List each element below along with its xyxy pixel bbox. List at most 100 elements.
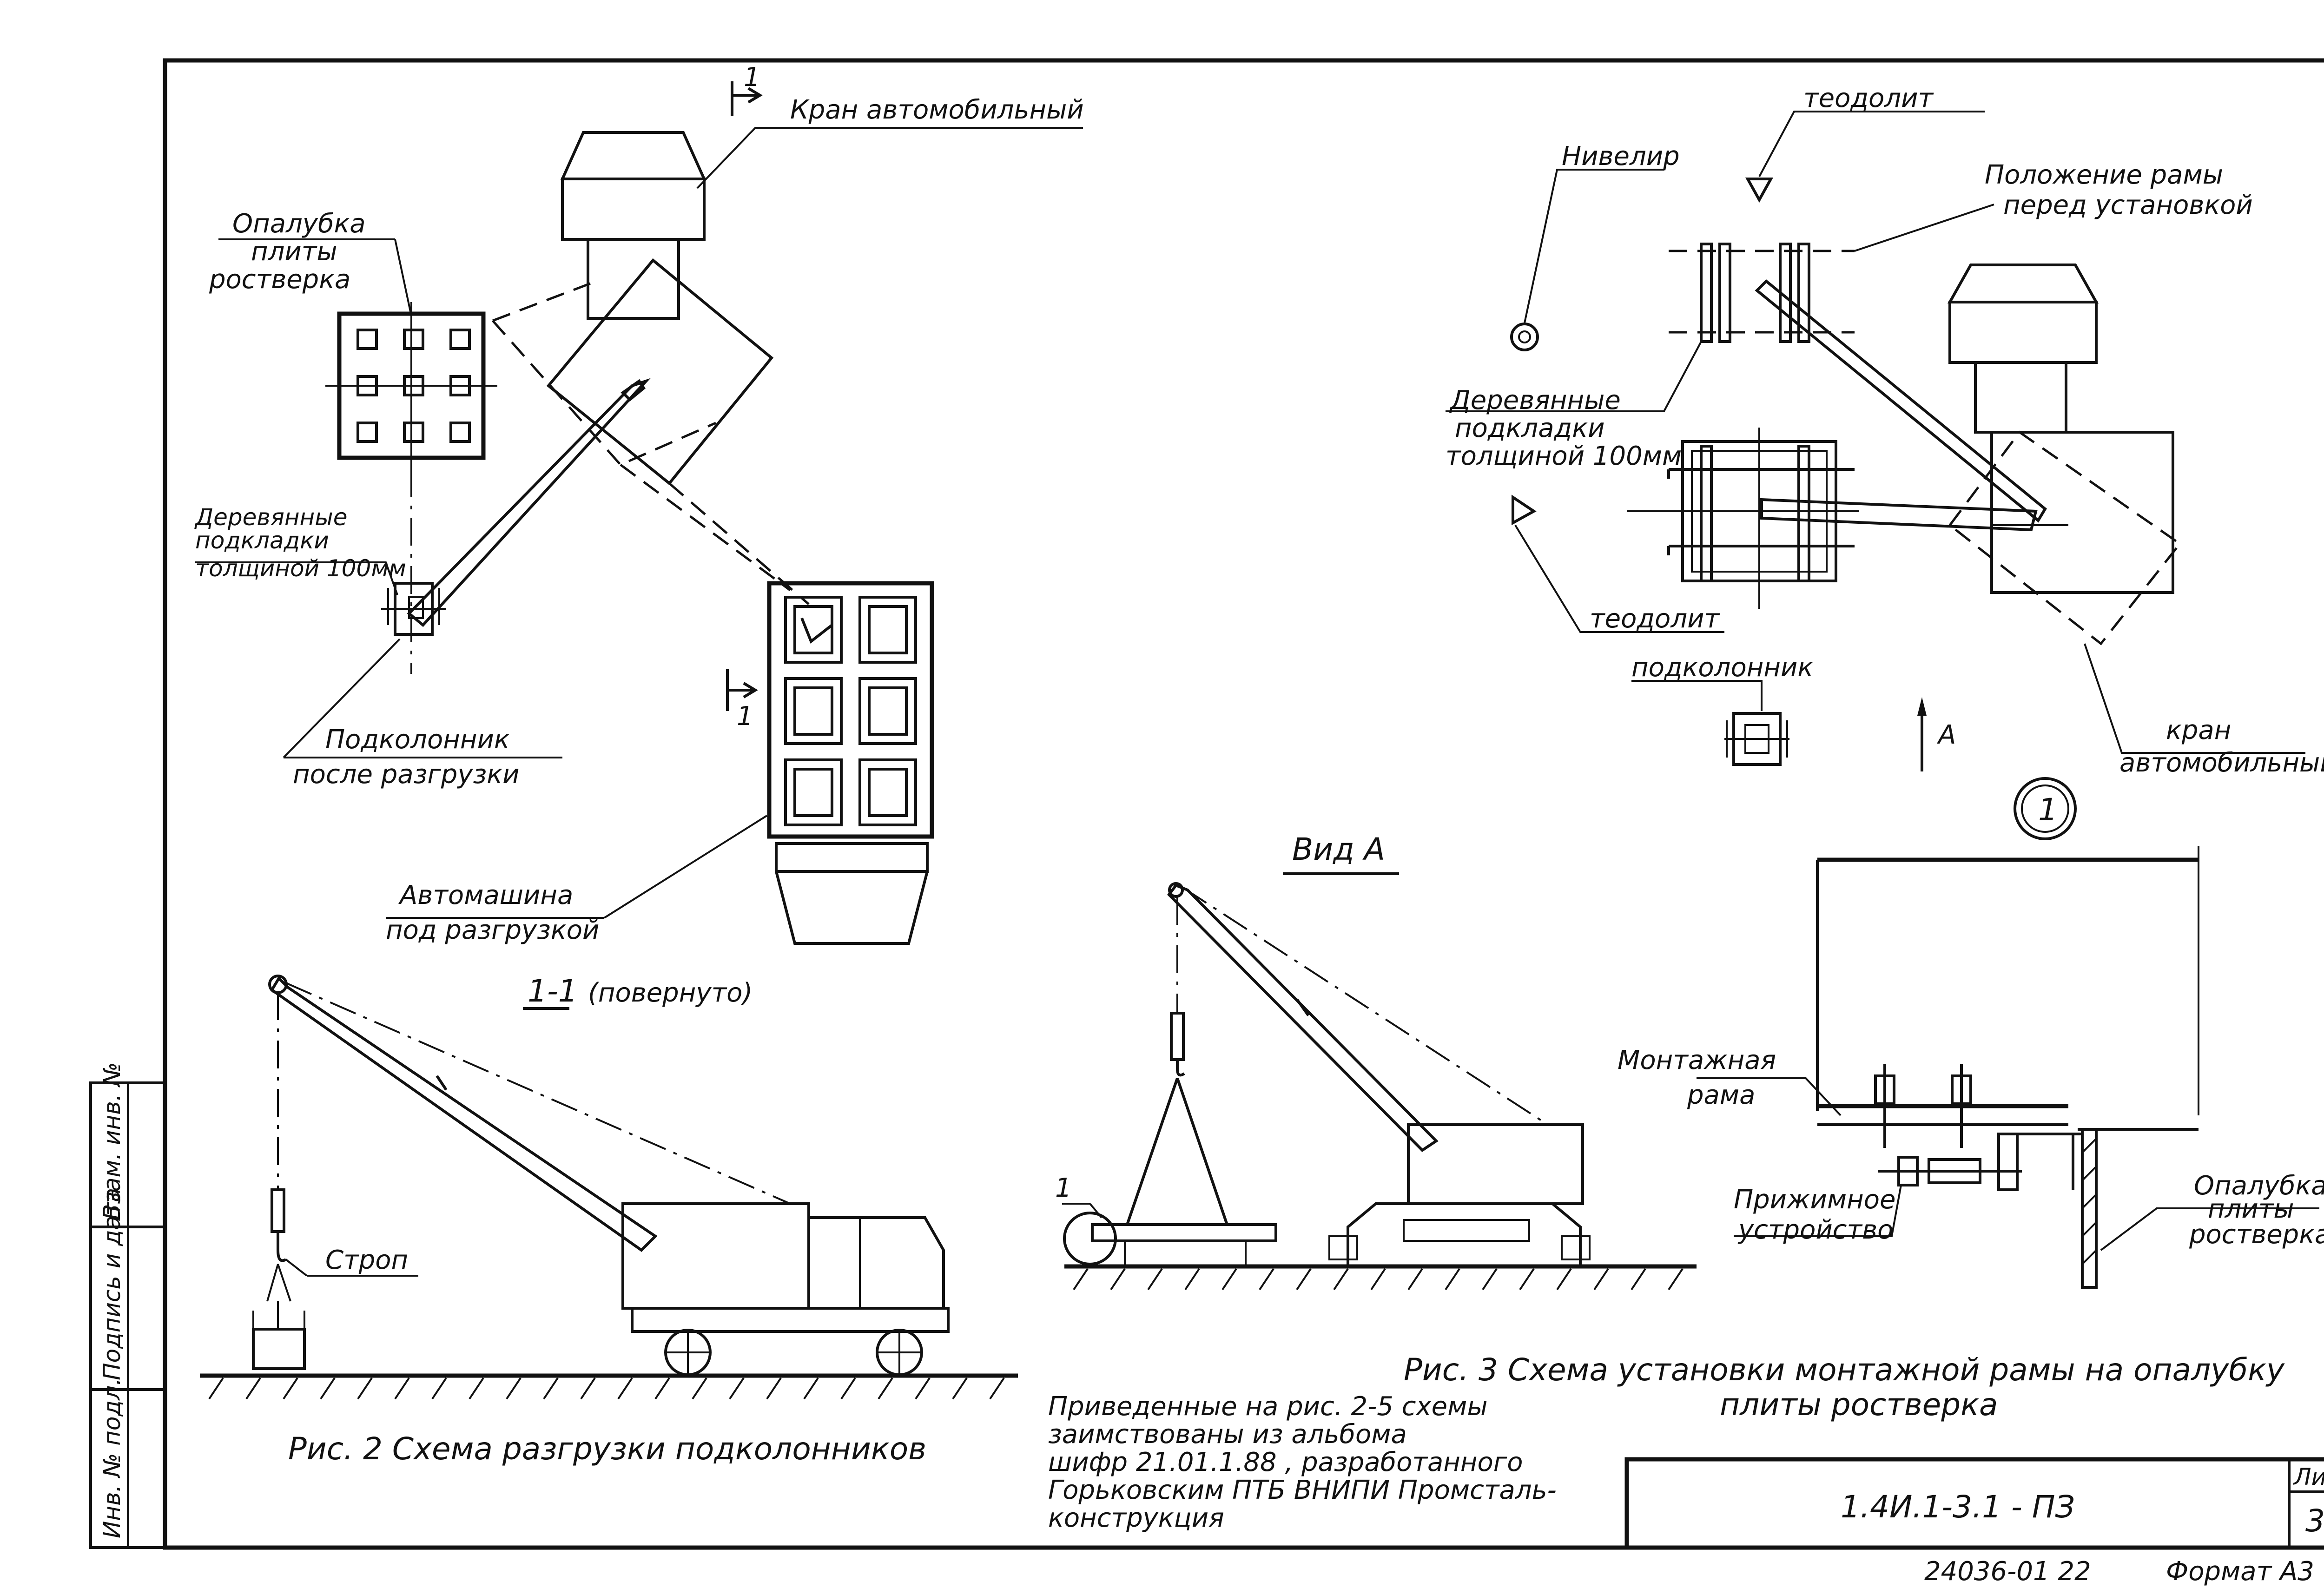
label-formwork-2: плиты	[251, 237, 337, 267]
label-subcol-1: Подколонник	[325, 725, 510, 755]
label-clamp-1: Прижимное	[1734, 1185, 1895, 1215]
label-pads-r-3: толщиной 100мм	[1446, 441, 1682, 471]
label-theodolite-top: теодолит	[1803, 83, 1934, 113]
label-subcolumn-r: подколонник	[1631, 652, 1813, 683]
label-truck-1: Автомашина	[398, 880, 573, 910]
crane-r-body	[1990, 431, 2174, 594]
label-formwork-1: Опалубка	[232, 209, 366, 239]
note-line2: заимствованы из альбома	[1048, 1419, 1407, 1450]
label-mount-frame-2: рама	[1687, 1080, 1755, 1110]
label-truck-2: под разгрузкой	[386, 915, 599, 945]
truck-cab-front	[775, 842, 929, 873]
crane-r-cab	[1948, 301, 2098, 364]
label-pads-1: Деревянные	[194, 504, 348, 531]
label-formwork-r-2: плиты	[2208, 1194, 2294, 1224]
title-block: 1.4И.1-3.1 - ПЗ Лист 37	[1624, 1457, 2324, 1550]
boom-before	[1755, 279, 2047, 523]
frame-installed	[1627, 428, 1859, 609]
detail-number: 1	[2038, 792, 2058, 828]
crane-boom	[407, 378, 651, 627]
archive-number: 24036-01 22	[1924, 1556, 2091, 1587]
footer: 24036-01 22 Формат А3	[1924, 1556, 2314, 1587]
truck-bed	[767, 581, 934, 839]
sheet-frame	[89, 58, 2324, 1550]
label-clamp-2: устройство	[1737, 1215, 1893, 1245]
view-a-title: Вид А	[1292, 831, 1385, 867]
truck-cab-elev	[807, 1216, 945, 1310]
label-formwork-r-3: ростверка	[2189, 1219, 2324, 1250]
fig2-elevation-labels: Строп Рис. 2 Схема разгрузки подколонник…	[288, 1245, 926, 1467]
crane-boom-a	[1167, 883, 1439, 1152]
label-sling: Строп	[325, 1245, 408, 1275]
frame-before-install	[1669, 243, 1855, 343]
detail-number-circle	[2014, 777, 2077, 840]
note-line3: шифр 21.01.1.88 , разработанного	[1048, 1447, 1523, 1477]
stamp-podp-data: Подпись и дата	[99, 1188, 125, 1380]
fig2-plan-labels: Кран автомобильный Опалубка плиты ростве…	[194, 95, 1084, 1010]
fig3-caption-line1: Рис. 3 Схема установки монтажной рамы на…	[1404, 1352, 2285, 1388]
sheet-number: 37	[2305, 1503, 2324, 1539]
fig3-caption-line2: плиты ростверка	[1720, 1387, 1998, 1423]
label-theodolite-bottom: теодолит	[1590, 604, 1720, 634]
note-line4: Горьковским ПТБ ВНИПИ Промсталь-	[1048, 1475, 1557, 1505]
detail-1-labels: Монтажная рама Прижимное устройство Опал…	[1618, 1045, 2324, 1250]
label-pads-r-1: Деревянные	[1449, 385, 1621, 415]
label-crane-r-2: автомобильный	[2119, 748, 2324, 778]
crane-cabin	[621, 1202, 810, 1310]
label-pads-r-2: подкладки	[1455, 413, 1604, 443]
truck-cab	[775, 871, 929, 945]
note-line1: Приведенные на рис. 2-5 схемы	[1048, 1391, 1488, 1422]
crane-turntable	[546, 258, 774, 486]
crane-carriage-a	[1347, 1202, 1582, 1268]
sheet-label: Лист	[2293, 1463, 2324, 1490]
label-frame-pos-1: Положение рамы	[1985, 160, 2223, 190]
label-level: Нивелир	[1562, 141, 1680, 171]
section-note: (повернуто)	[588, 978, 753, 1008]
fig3-plan	[1446, 111, 2305, 771]
boom-after	[1760, 498, 2038, 532]
note-line5: конструкция	[1048, 1503, 1224, 1533]
crane-cab	[561, 178, 706, 241]
crane-body	[587, 238, 680, 320]
crane-cabin-a	[1407, 1123, 1584, 1205]
format-label: Формат А3	[2166, 1556, 2314, 1587]
section-mark-top: 1	[744, 62, 760, 92]
label-arrow-a: А	[1937, 720, 1956, 750]
source-note: Приведенные на рис. 2-5 схемы заимствова…	[1048, 1391, 1557, 1533]
subcolumn-load	[252, 1328, 306, 1370]
crane-r-roof	[1947, 264, 2099, 303]
fig3-plan-labels: Нивелир теодолит Положение рамы перед ус…	[1446, 83, 2324, 778]
fig2-plan: 1 1	[195, 62, 1083, 945]
drawing-code: 1.4И.1-3.1 - ПЗ	[1841, 1489, 2075, 1525]
truck-chassis	[631, 1307, 950, 1333]
crane-boom-elev	[270, 976, 658, 1252]
section-mark-bottom: 1	[737, 701, 753, 732]
label-pads-3: толщиной 100мм	[195, 555, 406, 582]
label-crane-r-1: кран	[2166, 715, 2231, 745]
detail-1: 1	[1697, 777, 2319, 1289]
label-formwork-r-1: Опалубка	[2194, 1171, 2324, 1201]
label-frame-pos-2: перед установкой	[2003, 190, 2253, 220]
stamp-vzam-inv: Взам. инв. №	[99, 1062, 125, 1220]
label-pads-2: подкладки	[195, 527, 329, 554]
label-mount-frame-1: Монтажная	[1618, 1045, 1776, 1075]
fig2-caption: Рис. 2 Схема разгрузки подколонников	[288, 1431, 926, 1467]
callout-1: 1	[1055, 1173, 1072, 1203]
formwork-wall	[2081, 1128, 2098, 1289]
detail-callout-circle	[1063, 1212, 1117, 1265]
fig3-caption: Рис. 3 Схема установки монтажной рамы на…	[1404, 1352, 2285, 1423]
view-a-labels: 1	[1055, 1173, 1072, 1203]
theodolite-bottom	[1512, 494, 1537, 526]
level-instrument	[1510, 323, 1539, 351]
label-crane-auto: Кран автомобильный	[790, 95, 1084, 125]
theodolite-top	[1745, 178, 1774, 203]
truck-subcolumns	[784, 596, 917, 826]
stamp-inv-podl: Инв. № подл.	[99, 1378, 125, 1538]
view-a: Вид А	[1062, 831, 1697, 1291]
fig2-elevation	[200, 975, 1018, 1400]
side-stamp: Инв. № подл. Подпись и дата Взам. инв. №	[99, 1062, 125, 1538]
section-title: 1-1	[528, 973, 578, 1009]
label-formwork-3: ростверка	[209, 264, 350, 295]
label-subcol-2: после разгрузки	[293, 759, 519, 790]
